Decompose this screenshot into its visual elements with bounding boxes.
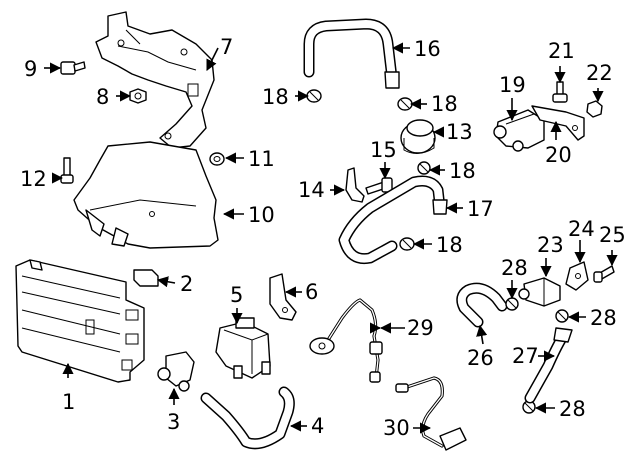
bracket-part-7 [95,11,215,149]
callout-labels: 1 2 3 4 5 6 7 8 9 10 11 12 13 14 15 16 1… [20,35,626,440]
callout-12: 12 [20,167,47,191]
hose-part-17 [338,175,448,265]
callout-27: 27 [512,344,539,368]
hose-part-26 [456,282,508,328]
callout-2: 2 [180,272,193,296]
callout-18-d: 18 [436,233,463,257]
callout-18-c: 18 [449,159,476,183]
callout-28-c: 28 [559,397,586,421]
valve-part-23 [518,277,561,307]
hose-part-16 [303,18,400,89]
callout-11: 11 [248,147,275,171]
clamp-part-18-b [397,97,413,111]
nut-part-22 [586,100,603,118]
callout-30: 30 [383,416,410,440]
grommet-part-11 [209,152,225,166]
leader-lines [44,42,618,434]
clamp-part-18-a [306,89,322,103]
callout-21: 21 [548,39,575,63]
callout-28-b: 28 [590,306,617,330]
bolt-part-12 [60,157,74,184]
nut-part-8 [129,88,147,104]
callout-26: 26 [467,346,494,370]
callout-22: 22 [586,61,613,85]
callout-28: 28 [501,256,528,280]
bracket-part-6 [269,273,297,321]
callout-13: 13 [446,120,473,144]
callout-16: 16 [414,37,441,61]
clamp-part-18-d [399,237,415,251]
callout-17: 17 [467,197,494,221]
callout-4: 4 [311,414,324,438]
callout-19: 19 [499,73,526,97]
hose-part-4 [200,386,295,450]
solenoid-part-19 [493,109,545,152]
callout-9: 9 [24,57,37,81]
callout-23: 23 [537,233,564,257]
callout-20: 20 [545,143,572,167]
callout-6: 6 [305,280,318,304]
callout-5: 5 [230,283,243,307]
callout-18-b: 18 [431,92,458,116]
valve-part-3 [157,351,195,392]
callout-8: 8 [96,85,109,109]
callout-1: 1 [62,390,75,414]
valve-part-13 [400,119,436,154]
connector-part-24 [565,261,589,291]
callout-3: 3 [167,410,180,434]
bolt-part-9 [60,61,86,75]
bolt-part-25 [593,265,615,283]
pump-part-5 [215,317,271,379]
sensor-part-29 [309,298,383,383]
callout-15: 15 [370,138,397,162]
bracket-part-14 [345,167,365,203]
callout-7: 7 [220,35,233,59]
bolt-part-21 [552,81,568,103]
callout-29: 29 [407,316,434,340]
clamp-part-18-c [417,161,431,175]
callout-24: 24 [568,217,595,241]
callout-14: 14 [298,178,325,202]
clamp-part-28-a [505,297,519,311]
connector-part-2 [133,269,159,287]
callout-25: 25 [599,223,626,247]
callout-18: 18 [262,85,289,109]
clamp-part-28-b [555,309,569,323]
canister-part-1 [15,259,145,383]
callout-10: 10 [248,203,275,227]
heat-shield-part-10 [73,141,219,249]
